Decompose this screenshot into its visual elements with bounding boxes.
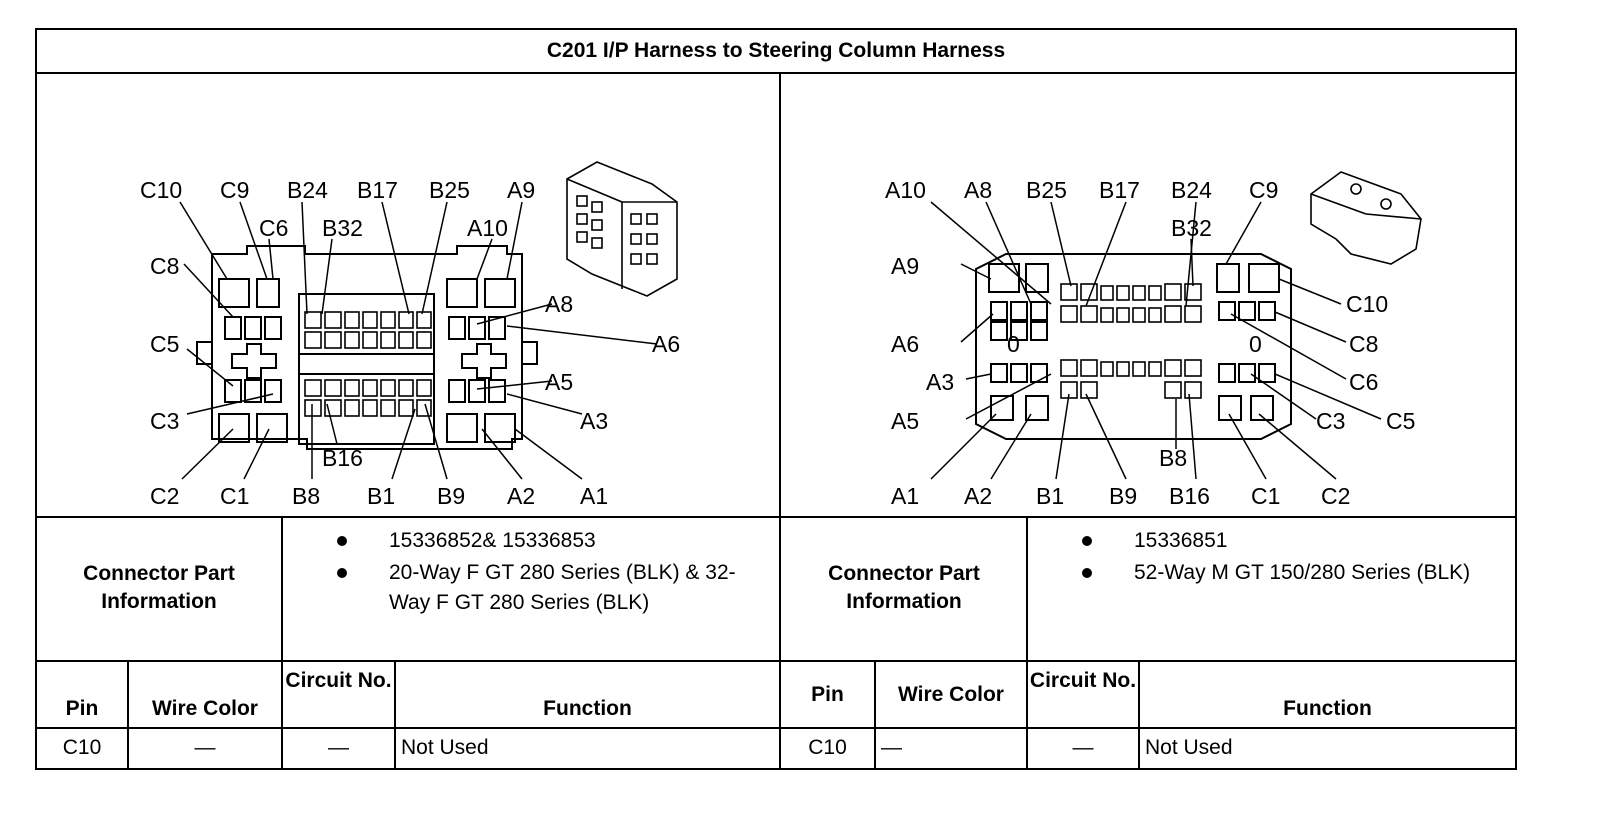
cell-circuit-no: — [1072,736,1094,759]
pin-label: B17 [357,177,398,203]
cell-wire-color: — [194,736,216,759]
pin-label: A9 [507,177,535,203]
connector-part-info-label-left: Connector Part Information [83,562,235,613]
divider [1026,516,1028,660]
divider [779,72,781,768]
pin-label: C6 [259,215,288,241]
cell-function: Not Used [1145,736,1233,759]
part-info-list-left: 15336852& 15336853 20-Way F GT 280 Serie… [337,526,777,656]
part-number: 15336851 [1134,529,1228,552]
pin-label: B1 [1036,483,1064,509]
pin-label: C6 [1349,369,1378,395]
pin-label: C8 [1349,331,1378,357]
cell-function: Not Used [401,736,489,759]
pin-label: A10 [885,177,926,203]
divider [37,72,1515,74]
pin-label: A5 [891,408,919,434]
table-row-left: C10 — — Not Used [37,731,779,767]
pin-label: C2 [150,483,179,509]
pin-label: C3 [1316,408,1345,434]
pin-label: B32 [322,215,363,241]
pin-label: B8 [292,483,320,509]
pin-label: A10 [467,215,508,241]
pin-label: A2 [964,483,992,509]
divider [281,660,283,768]
pin-label: B16 [322,445,363,471]
pin-label: C9 [220,177,249,203]
pin-label: C9 [1249,177,1278,203]
part-info-list-right: 15336851 52-Way M GT 150/280 Series (BLK… [1082,526,1502,656]
header-pin: Pin [65,697,99,720]
cell-pin: C10 [62,736,102,759]
pin-label: C3 [150,408,179,434]
pin-label: B8 [1159,445,1187,471]
connector-table-frame: C201 I/P Harness to Steering Column Harn… [35,28,1517,770]
cell-pin: C10 [808,736,847,759]
header-pin: Pin [811,683,844,706]
pin-label: B32 [1171,215,1212,241]
pin-label: A1 [891,483,919,509]
divider [1026,660,1028,768]
pin-label: A5 [545,369,573,395]
pin-label: B24 [287,177,328,203]
header-circuit-no: Circuit No. [285,669,392,692]
header-wire-color: Wire Color [898,683,1004,706]
right-connector-diagram: A10 A8 B25 B17 B24 C9 B32 A9 C10 A6 C8 0… [885,171,1422,509]
left-connector-diagram: C10 C9 C6 B24 B32 B17 B25 A9 A10 C8 A8 A… [140,161,680,509]
pin-label: C10 [140,177,182,203]
pin-label: 0 [1007,331,1020,357]
divider [127,660,129,768]
pin-label: B25 [429,177,470,203]
pin-label: C8 [150,253,179,279]
part-description: 20-Way F GT 280 Series (BLK) & 32-Way F … [389,561,736,614]
header-function: Function [1283,697,1372,720]
header-function: Function [543,697,632,720]
divider [37,516,1515,518]
pin-label: B9 [437,483,465,509]
header-circuit-no: Circuit No. [1029,669,1137,692]
pin-label: C5 [1386,408,1415,434]
pin-label: C5 [150,331,179,357]
cell-circuit-no: — [328,736,349,759]
pin-label: A3 [926,369,954,395]
part-description: 52-Way M GT 150/280 Series (BLK) [1134,561,1471,584]
pin-label: A8 [964,177,992,203]
divider [37,660,1515,662]
cell-wire-color: — [881,736,902,759]
pin-label: 0 [1249,331,1262,357]
pin-label: C1 [1251,483,1280,509]
pin-label: A1 [580,483,608,509]
pin-label: A6 [652,331,680,357]
pin-label: B1 [367,483,395,509]
pin-label: C1 [220,483,249,509]
pin-label: B17 [1099,177,1140,203]
header-wire-color: Wire Color [152,697,258,720]
page-title: C201 I/P Harness to Steering Column Harn… [546,39,1006,62]
pin-label: A6 [891,331,919,357]
pin-label: B16 [1169,483,1210,509]
pin-label: A2 [507,483,535,509]
pin-label: A3 [580,408,608,434]
pin-label: A9 [891,253,919,279]
divider [37,727,1515,729]
pin-label: C2 [1321,483,1350,509]
pin-label: B9 [1109,483,1137,509]
divider [1138,660,1140,768]
divider [281,516,283,660]
connector-part-info-label-right: Connector Part Information [828,562,980,613]
table-row-right: C10 — — Not Used [781,731,1515,767]
divider [394,660,396,768]
pin-label: B24 [1171,177,1212,203]
pin-label: B25 [1026,177,1067,203]
pin-label: A8 [545,291,573,317]
part-number: 15336852& 15336853 [389,529,596,552]
divider [874,660,876,768]
pin-label: C10 [1346,291,1388,317]
